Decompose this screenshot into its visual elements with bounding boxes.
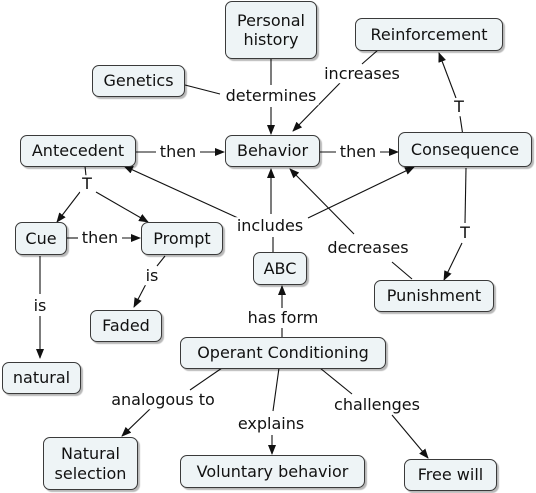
link-is-natural: is xyxy=(31,296,49,316)
link-is-faded: is xyxy=(143,266,161,286)
edge-operant-analogous xyxy=(189,367,223,391)
concept-voluntary-behavior[interactable]: Voluntary behavior xyxy=(180,455,365,488)
concept-natural-selection[interactable]: Natural selection xyxy=(43,437,138,490)
link-then-behavior-consequence: then xyxy=(337,142,379,162)
concept-behavior[interactable]: Behavior xyxy=(225,135,320,167)
link-includes: includes xyxy=(234,216,306,236)
concept-reinforcement[interactable]: Reinforcement xyxy=(355,18,503,51)
link-increases: increases xyxy=(322,64,402,84)
link-analogous-to: analogous to xyxy=(109,390,217,410)
edge-punishment-decreases xyxy=(391,261,413,280)
link-has-form: has form xyxy=(245,308,321,328)
concept-abc[interactable]: ABC xyxy=(253,252,307,285)
edge-includes-antecedent xyxy=(123,165,239,219)
edge-t-reinforcement xyxy=(438,52,457,99)
edge-antecedent-t xyxy=(84,165,87,177)
edge-operant-challenges xyxy=(319,367,353,395)
edge-analogous-natural-selection xyxy=(121,408,151,437)
edge-consequence-t-bottom xyxy=(464,167,467,224)
edge-t-cue xyxy=(56,191,81,223)
concept-personal-history[interactable]: Personal history xyxy=(225,1,317,59)
edge-t-prompt xyxy=(95,191,149,223)
concept-genetics[interactable]: Genetics xyxy=(92,65,185,97)
link-challenges: challenges xyxy=(332,395,422,415)
link-t-antecedent: T xyxy=(80,174,94,194)
link-t-reinforcement: T xyxy=(452,97,466,117)
link-determines: determines xyxy=(223,86,319,106)
link-t-punishment: T xyxy=(458,223,472,243)
concept-consequence[interactable]: Consequence xyxy=(398,132,532,167)
concept-punishment[interactable]: Punishment xyxy=(374,280,494,312)
concept-antecedent[interactable]: Antecedent xyxy=(20,135,136,167)
link-decreases: decreases xyxy=(325,238,411,258)
edge-t-punishment xyxy=(443,242,463,281)
edge-reinforcement-increases xyxy=(361,49,379,65)
concept-cue[interactable]: Cue xyxy=(15,222,67,255)
concept-natural[interactable]: natural xyxy=(2,362,81,394)
edge-increases-behavior xyxy=(292,82,341,132)
concept-operant-conditioning[interactable]: Operant Conditioning xyxy=(180,337,386,369)
edge-challenges-freewill xyxy=(391,414,429,459)
edge-genetics-determines xyxy=(184,84,221,95)
edge-prompt-is xyxy=(156,255,166,267)
link-explains: explains xyxy=(235,414,307,434)
concept-prompt[interactable]: Prompt xyxy=(141,222,223,255)
concept-free-will[interactable]: Free will xyxy=(404,459,497,491)
edge-is-faded xyxy=(133,283,147,308)
edge-decreases-behavior xyxy=(289,168,355,235)
edge-includes-consequence xyxy=(307,166,415,219)
link-then-cue-prompt: then xyxy=(79,228,121,248)
edge-operant-explains xyxy=(272,367,280,412)
link-then-antecedent-behavior: then xyxy=(157,142,199,162)
concept-faded[interactable]: Faded xyxy=(90,310,162,342)
